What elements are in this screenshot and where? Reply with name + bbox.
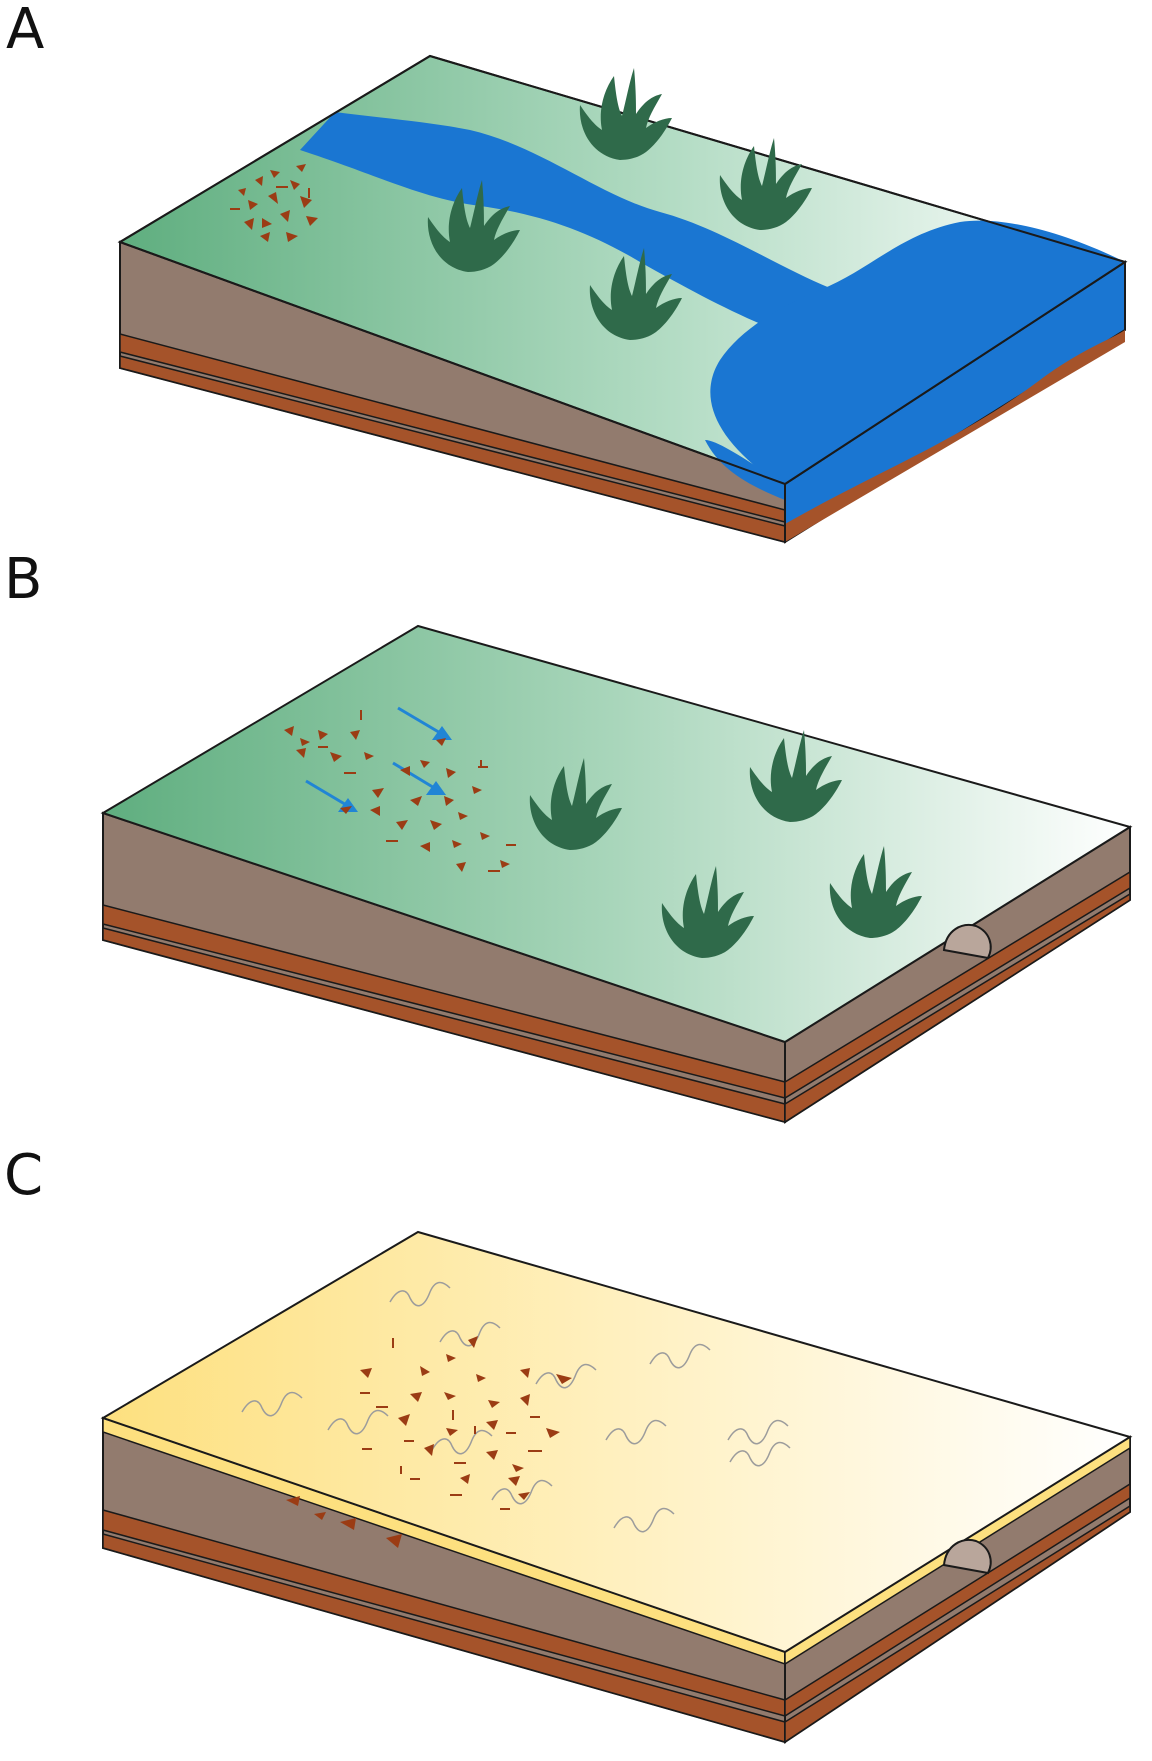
block-c-top-surface: [100, 1230, 1133, 1654]
block-a: [117, 54, 1128, 544]
block-c-side-stripe-2: [784, 1504, 1131, 1744]
block-b-top-surface: [100, 624, 1133, 1044]
panel-label-a: A: [6, 0, 45, 62]
panel-label-c: C: [4, 1143, 44, 1208]
block-a-side-sediment: [785, 330, 1125, 542]
block-b-side-stripe-2: [784, 892, 1131, 1124]
panel-label-b: B: [4, 547, 43, 612]
block-b: [100, 624, 1133, 1124]
bone-fragment-icon: [360, 1336, 572, 1510]
fossil-icon: [942, 1539, 992, 1575]
bone-fragment-icon: [230, 164, 318, 242]
bone-fragment-icon: [286, 1496, 402, 1548]
block-c: [100, 1230, 1133, 1744]
block-a-river: [300, 112, 830, 332]
block-c-side-stripe-1: [784, 1482, 1131, 1718]
block-a-lake: [710, 220, 1125, 484]
bone-fragment-icon: [284, 710, 516, 872]
fossil-icon: [942, 924, 992, 960]
block-b-side-stripe-1: [784, 870, 1131, 1100]
sand-ripple-marks: [241, 1281, 791, 1533]
